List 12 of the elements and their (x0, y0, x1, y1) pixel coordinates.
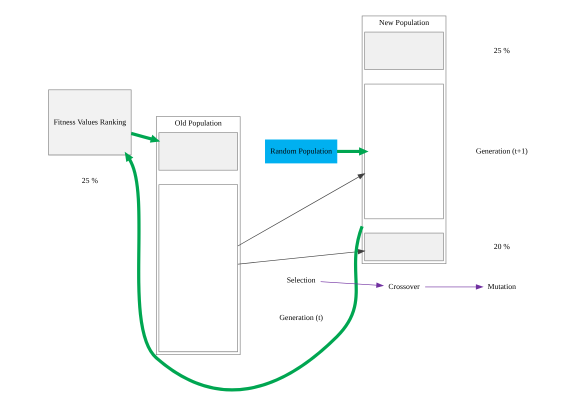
arrow (336, 147, 368, 156)
arrow (237, 248, 366, 264)
node-box (364, 232, 444, 262)
arrow (320, 281, 384, 288)
node-box (364, 84, 444, 220)
node-box (158, 184, 238, 352)
arrow (424, 284, 484, 290)
node-box (158, 132, 238, 170)
arrow (124, 152, 364, 392)
node-box (364, 32, 444, 70)
arrow (237, 173, 365, 246)
arrow (130, 132, 160, 143)
